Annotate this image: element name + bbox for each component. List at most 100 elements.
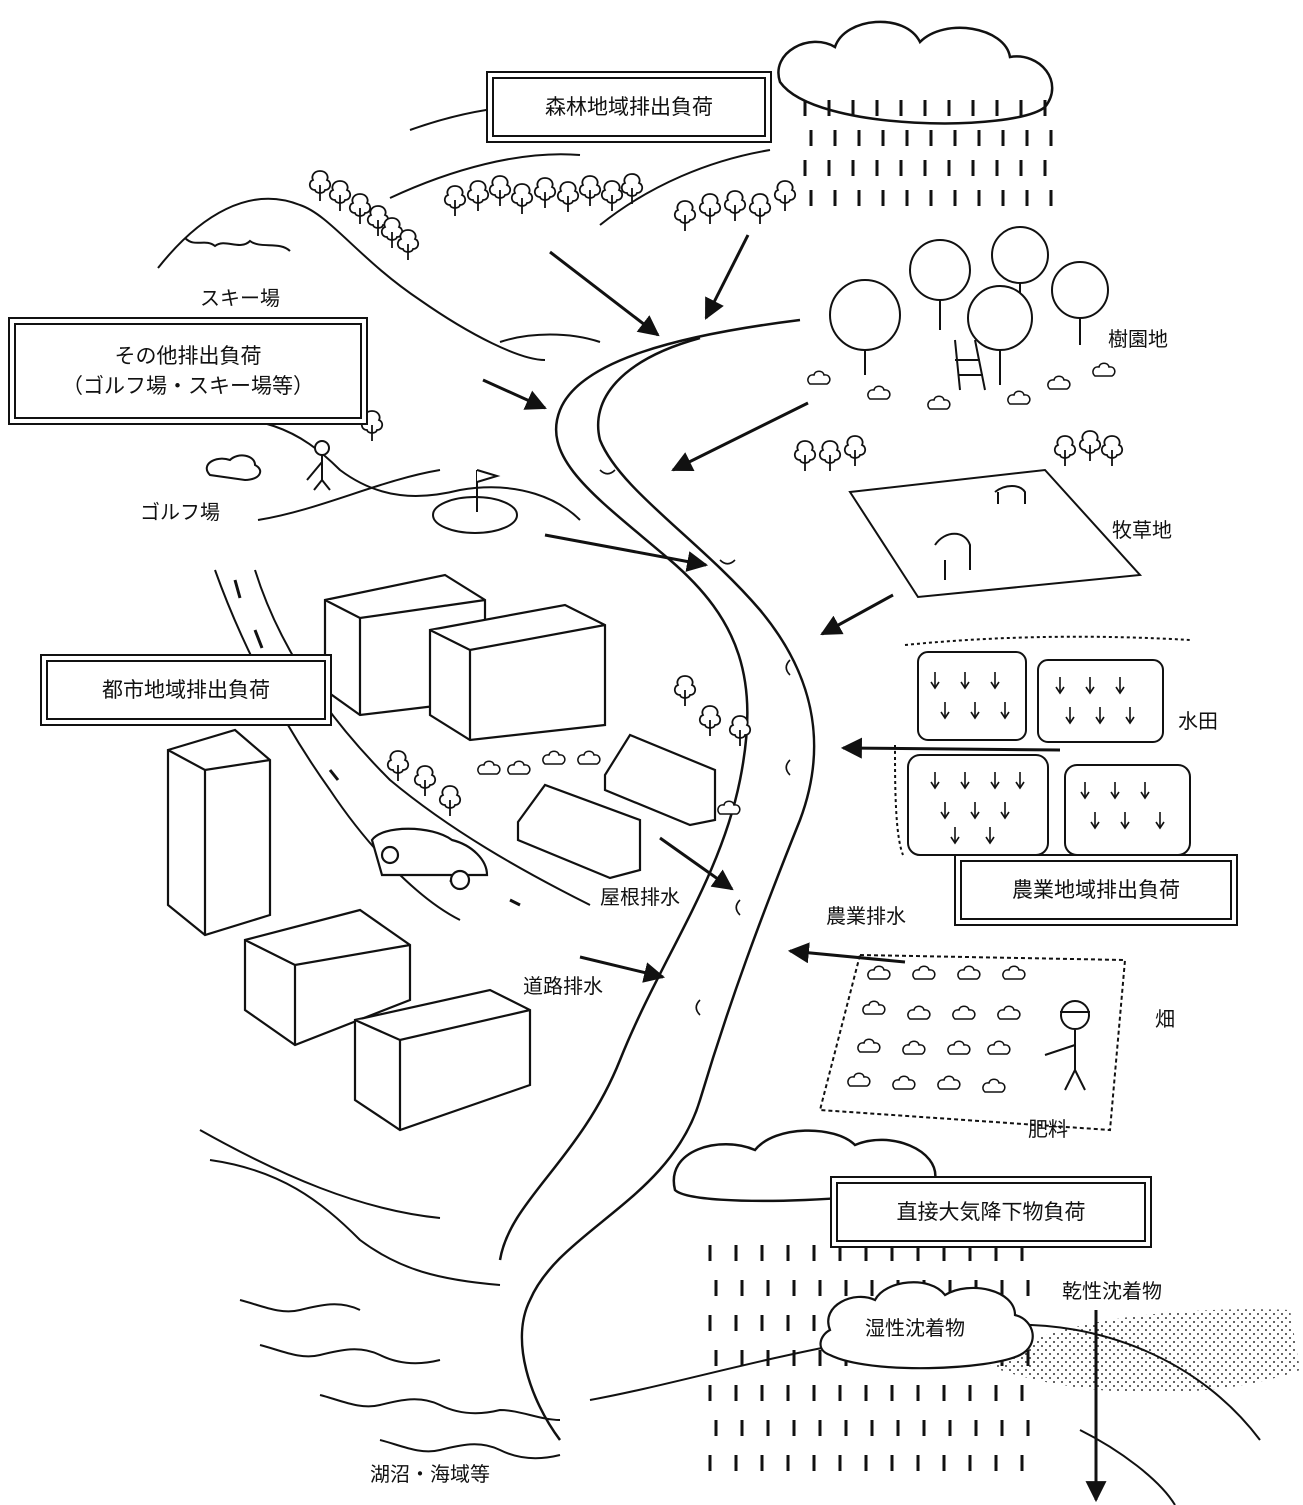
rice-sprout-icon — [961, 672, 969, 688]
rice-sprout-icon — [1141, 782, 1149, 798]
rice-sprout-icon — [991, 672, 999, 688]
crop-icon — [998, 1006, 1020, 1019]
rain-cloud-top — [778, 22, 1052, 206]
crop-icon — [958, 966, 980, 979]
tree-icon — [362, 411, 382, 441]
rice-sprout-icon — [1001, 802, 1009, 818]
crop-icon — [988, 1041, 1010, 1054]
agri-drain-label: 農業排水 — [826, 900, 906, 929]
other-load-text-2: （ゴルフ場・スキー場等） — [62, 371, 314, 401]
rice-sprout-icon — [1016, 772, 1024, 788]
ski-label: スキー場 — [200, 282, 280, 311]
agri-load-text: 農業地域排出負荷 — [1012, 875, 1180, 905]
tree-icon — [310, 171, 330, 201]
rice-sprout-icon — [1096, 707, 1104, 723]
tree-icon — [1102, 436, 1122, 466]
roof-drain-label: 屋根排水 — [600, 881, 680, 910]
rice-sprout-icon — [951, 827, 959, 843]
road-drain-label: 道路排水 — [523, 970, 603, 999]
bush-icon — [508, 761, 530, 774]
bush-icon — [478, 761, 500, 774]
rice-sprout-icon — [1156, 812, 1164, 828]
rice-sprout-icon — [971, 802, 979, 818]
fertilizer-label: 肥料 — [1028, 1113, 1068, 1142]
tree-icon — [415, 766, 435, 796]
tree-icon — [730, 716, 750, 746]
rice-sprout-icon — [1081, 782, 1089, 798]
tree-icon — [675, 201, 695, 231]
tree-icon — [820, 441, 840, 471]
tree-icon — [622, 174, 642, 204]
crop-icon — [903, 1041, 925, 1054]
bush-icon — [808, 371, 830, 384]
golf-label: ゴルフ場 — [140, 496, 220, 525]
crop-icon — [948, 1041, 970, 1054]
rice-sprout-icon — [971, 702, 979, 718]
crop-icon — [1003, 966, 1025, 979]
crop-icon — [848, 1073, 870, 1086]
paddy-fields — [895, 637, 1190, 855]
crop-icon — [858, 1039, 880, 1052]
upland-field — [820, 955, 1125, 1130]
paddy-label: 水田 — [1178, 705, 1218, 734]
rice-sprout-icon — [1086, 677, 1094, 693]
tree-icon — [535, 178, 555, 208]
other-load-text-1: その他排出負荷 — [115, 341, 262, 371]
bush-icon — [1048, 376, 1070, 389]
orchard — [830, 227, 1108, 390]
rice-sprout-icon — [1056, 677, 1064, 693]
rice-sprout-icon — [1111, 782, 1119, 798]
rice-sprout-icon — [941, 702, 949, 718]
tree-icon — [602, 181, 622, 211]
tree-icon — [468, 181, 488, 211]
bush-icon — [1008, 391, 1030, 404]
tree-icon — [440, 786, 460, 816]
crop-icon — [863, 1001, 885, 1014]
rice-sprout-icon — [931, 772, 939, 788]
pasture-label: 牧草地 — [1112, 514, 1172, 543]
tree-icon — [750, 194, 770, 224]
forest-load-box: 森林地域排出負荷 — [492, 77, 766, 137]
atmos-load-text: 直接大気降下物負荷 — [897, 1197, 1086, 1227]
pasture — [850, 470, 1140, 597]
tree-icon — [490, 176, 510, 206]
rice-sprout-icon — [1116, 677, 1124, 693]
lake-sea-label: 湖沼・海域等 — [370, 1458, 490, 1487]
tree-icon — [775, 181, 795, 211]
buildings — [168, 575, 715, 1130]
crop-icon — [983, 1079, 1005, 1092]
tree-icon — [330, 181, 350, 211]
tree-icon — [398, 230, 418, 260]
other-load-box: その他排出負荷 （ゴルフ場・スキー場等） — [14, 323, 362, 419]
tree-icon — [558, 182, 578, 212]
lake-sea — [210, 1160, 560, 1458]
dry-deposition-label: 乾性沈着物 — [1062, 1275, 1162, 1304]
tree-icon — [512, 184, 532, 214]
field-label: 畑 — [1155, 1003, 1175, 1032]
crop-icon — [893, 1076, 915, 1089]
crop-icon — [938, 1076, 960, 1089]
rice-sprout-icon — [986, 827, 994, 843]
wet-deposition-label: 湿性沈着物 — [865, 1312, 965, 1341]
tree-icon — [1055, 436, 1075, 466]
bush-icon — [928, 396, 950, 409]
tree-icon — [388, 751, 408, 781]
bush-icon — [1093, 363, 1115, 376]
rice-sprout-icon — [1066, 707, 1074, 723]
crop-icon — [953, 1006, 975, 1019]
tree-icon — [795, 441, 815, 471]
crop-icon — [908, 1006, 930, 1019]
rice-sprout-icon — [1121, 812, 1129, 828]
urban-load-text: 都市地域排出負荷 — [102, 675, 270, 705]
agri-load-box: 農業地域排出負荷 — [960, 860, 1232, 920]
ski-mountain — [158, 106, 770, 360]
crop-icon — [868, 966, 890, 979]
rice-sprout-icon — [1126, 707, 1134, 723]
bush-icon — [718, 801, 740, 814]
tree-icon — [445, 186, 465, 216]
orchard-label: 樹園地 — [1108, 323, 1168, 352]
tree-icon — [725, 191, 745, 221]
bush-icon — [543, 751, 565, 764]
rice-sprout-icon — [991, 772, 999, 788]
rice-sprout-icon — [1001, 702, 1009, 718]
